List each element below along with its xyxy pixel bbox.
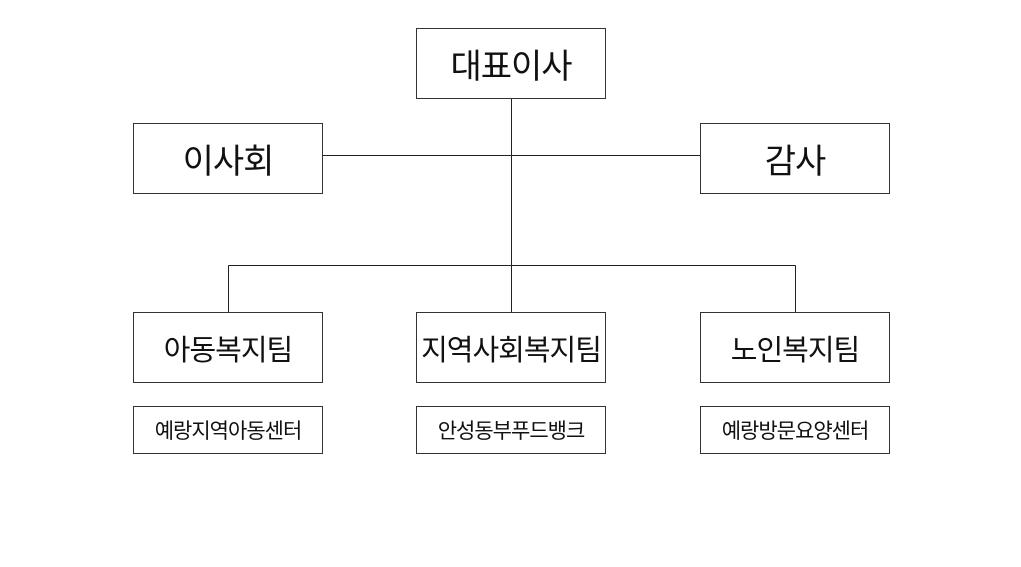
elderly-welfare-team-box: 노인복지팀 [700,312,890,383]
food-bank-box: 안성동부푸드뱅크 [416,406,606,454]
home-care-center-box: 예랑방문요양센터 [700,406,890,454]
child-center-box: 예랑지역아동센터 [133,406,323,454]
auditor-box: 감사 [700,123,890,194]
community-welfare-team-box: 지역사회복지팀 [416,312,606,383]
child-welfare-team-box: 아동복지팀 [133,312,323,383]
board-of-directors-box: 이사회 [133,123,323,194]
ceo-box: 대표이사 [416,28,606,99]
